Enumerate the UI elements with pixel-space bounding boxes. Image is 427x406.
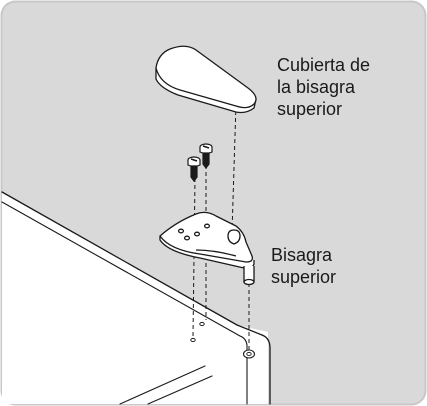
hinge-pin-icon [243,266,255,286]
top-hinge-label: Bisagra superior [271,244,411,288]
top-hinge-cover-label: Cubierta de la bisagra superior [277,54,417,120]
label-line: Bisagra [271,245,333,265]
top-hinge-icon [159,211,255,270]
refrigerator-body [1,191,271,405]
label-line: superior [271,267,337,287]
label-line: superior [277,99,343,119]
label-line: la bisagra [277,77,356,97]
hinge-screw-icon [187,143,213,182]
top-hinge-cover-icon [155,45,257,114]
label-line: Cubierta de [277,55,371,75]
